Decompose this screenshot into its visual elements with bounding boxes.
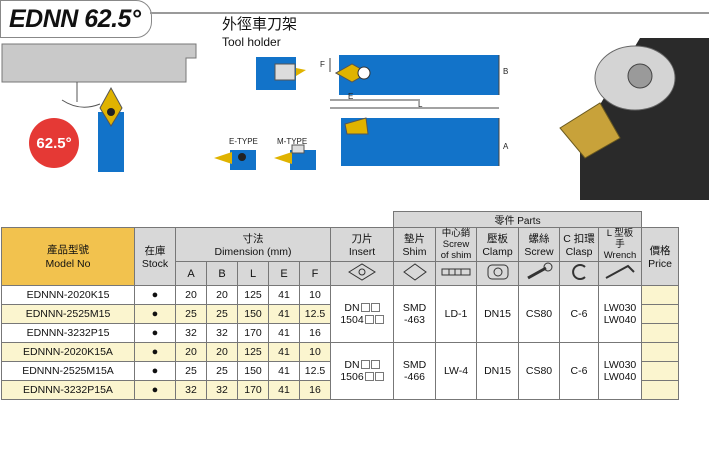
- m-type-insert: [274, 152, 292, 164]
- dim-label-b: B: [503, 67, 509, 76]
- tool-holder-title-cn: 外徑車刀架: [222, 16, 298, 33]
- photo-insert: [559, 102, 621, 159]
- m-type-body: [290, 150, 316, 170]
- page-title: EDNN 62.5°: [9, 5, 141, 33]
- screw-cell-group1: CS80: [518, 285, 560, 343]
- clamp-icon: [476, 261, 519, 286]
- col-a-header: A: [175, 261, 207, 286]
- dim-label-a: A: [503, 142, 509, 151]
- clamp-cell-group2: DN15: [476, 342, 519, 400]
- e-type-insert: [214, 152, 232, 164]
- insert-icon: [330, 261, 394, 286]
- side-view-insert: [344, 117, 369, 135]
- tool-holder-title-en: Tool holder: [222, 35, 281, 49]
- screw-of-shim-cell-group2: LW-4: [435, 342, 477, 400]
- m-type-label: M-TYPE: [277, 137, 308, 146]
- shim-cell-group2: SMD-466: [393, 342, 436, 400]
- dim-label-e: E: [348, 92, 354, 101]
- photo-screw: [627, 63, 653, 89]
- top-view-clamp-screw: [357, 66, 371, 80]
- price-cell: [641, 304, 680, 324]
- title-box: EDNN 62.5°: [0, 0, 152, 38]
- screw-of-shim-icon: [435, 261, 477, 286]
- dim-label-f: F: [320, 60, 325, 69]
- photo-holder-body: [580, 38, 709, 200]
- col-f-header: F: [299, 261, 331, 286]
- angle-arc: [61, 99, 101, 108]
- side-view-small-clamp: [274, 63, 296, 81]
- insert-screw-front: [107, 108, 115, 116]
- product-photo: [540, 18, 709, 200]
- clamp-cell-group1: DN15: [476, 285, 519, 343]
- side-view-small-insert: [296, 68, 306, 76]
- price-cell: [641, 285, 680, 305]
- angle-badge: 62.5°: [29, 118, 79, 168]
- e-type-label: E-TYPE: [229, 137, 258, 146]
- screw-of-shim-cell-group1: LD-1: [435, 285, 477, 343]
- shim-icon: [393, 261, 436, 286]
- insert-front: [99, 86, 123, 127]
- clasp-cell-group2: C-6: [559, 342, 599, 400]
- price-cell: [641, 361, 680, 381]
- dim-label-l: L: [418, 100, 423, 109]
- price-cell: [641, 380, 680, 400]
- clasp-cell-group1: C-6: [559, 285, 599, 343]
- price-cell: [641, 323, 680, 343]
- price-cell: [641, 342, 680, 362]
- col-e-header: E: [268, 261, 300, 286]
- technical-diagram: [1, 43, 500, 172]
- col-l-header: L: [237, 261, 269, 286]
- col-b-header: B: [206, 261, 238, 286]
- clasp-icon: [559, 261, 599, 286]
- parts-group-header: 零件 Parts: [392, 211, 643, 228]
- screw-icon: [518, 261, 560, 286]
- workpiece-shape: [1, 43, 197, 83]
- screw-cell-group2: CS80: [518, 342, 560, 400]
- wrench-icon: [597, 261, 643, 286]
- top-rule: [150, 12, 709, 14]
- shim-cell-group1: SMD-463: [393, 285, 436, 343]
